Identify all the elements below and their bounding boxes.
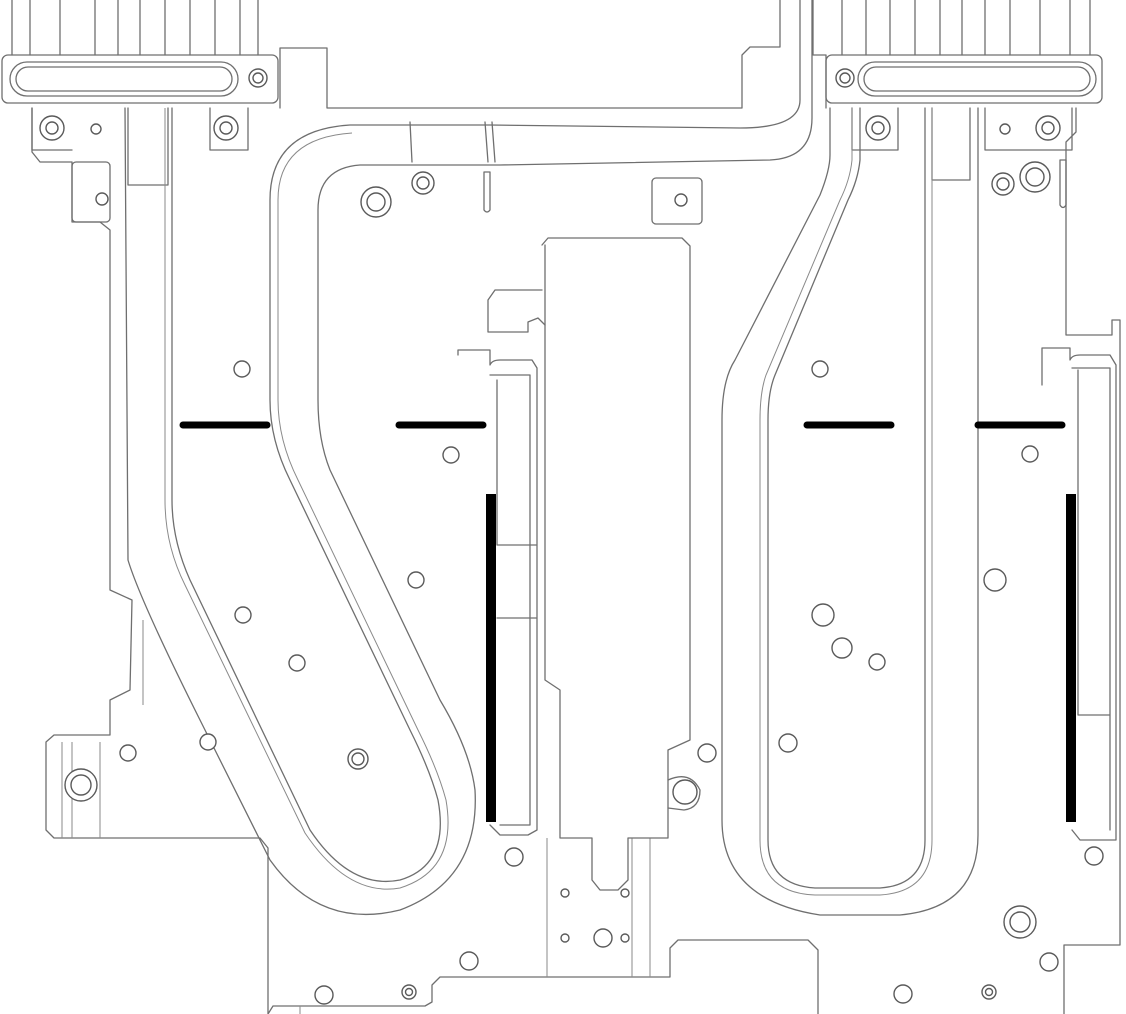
right-pipe-outer [721,107,979,916]
left-pipe-clamp [409,121,496,163]
base-plate-outline [31,0,1121,1014]
right-connector-hole [999,123,1011,135]
left-pipe-outer [124,0,813,916]
right-pipe-inner [767,107,926,889]
mounting-holes [64,161,1104,1005]
center-tab-hole [672,779,698,805]
left-connector-screw-1 [39,115,65,141]
center-module-tab [667,776,701,811]
center-module-step [487,289,546,333]
left-slot-rail [457,349,538,836]
center-module [541,237,691,891]
right-slot-rail [1041,347,1117,841]
left-connector-screw-2 [213,115,239,141]
right-vertical-marker [1066,494,1076,822]
left-hose-connector [1,0,279,186]
left-pipe-inner-2 [164,108,449,890]
right-connector-screw-1 [865,115,891,141]
right-small-slot [1059,159,1067,209]
plate-ledge-lines [61,620,651,1014]
left-vertical-marker [486,494,496,822]
right-pipe-inner-2 [759,108,933,896]
left-connector-hole [90,123,102,135]
right-connector-screw-2 [1035,115,1061,141]
left-pipe-inner [171,0,801,882]
right-hose-connector [825,0,1103,181]
left-pipe-slot [483,171,491,213]
